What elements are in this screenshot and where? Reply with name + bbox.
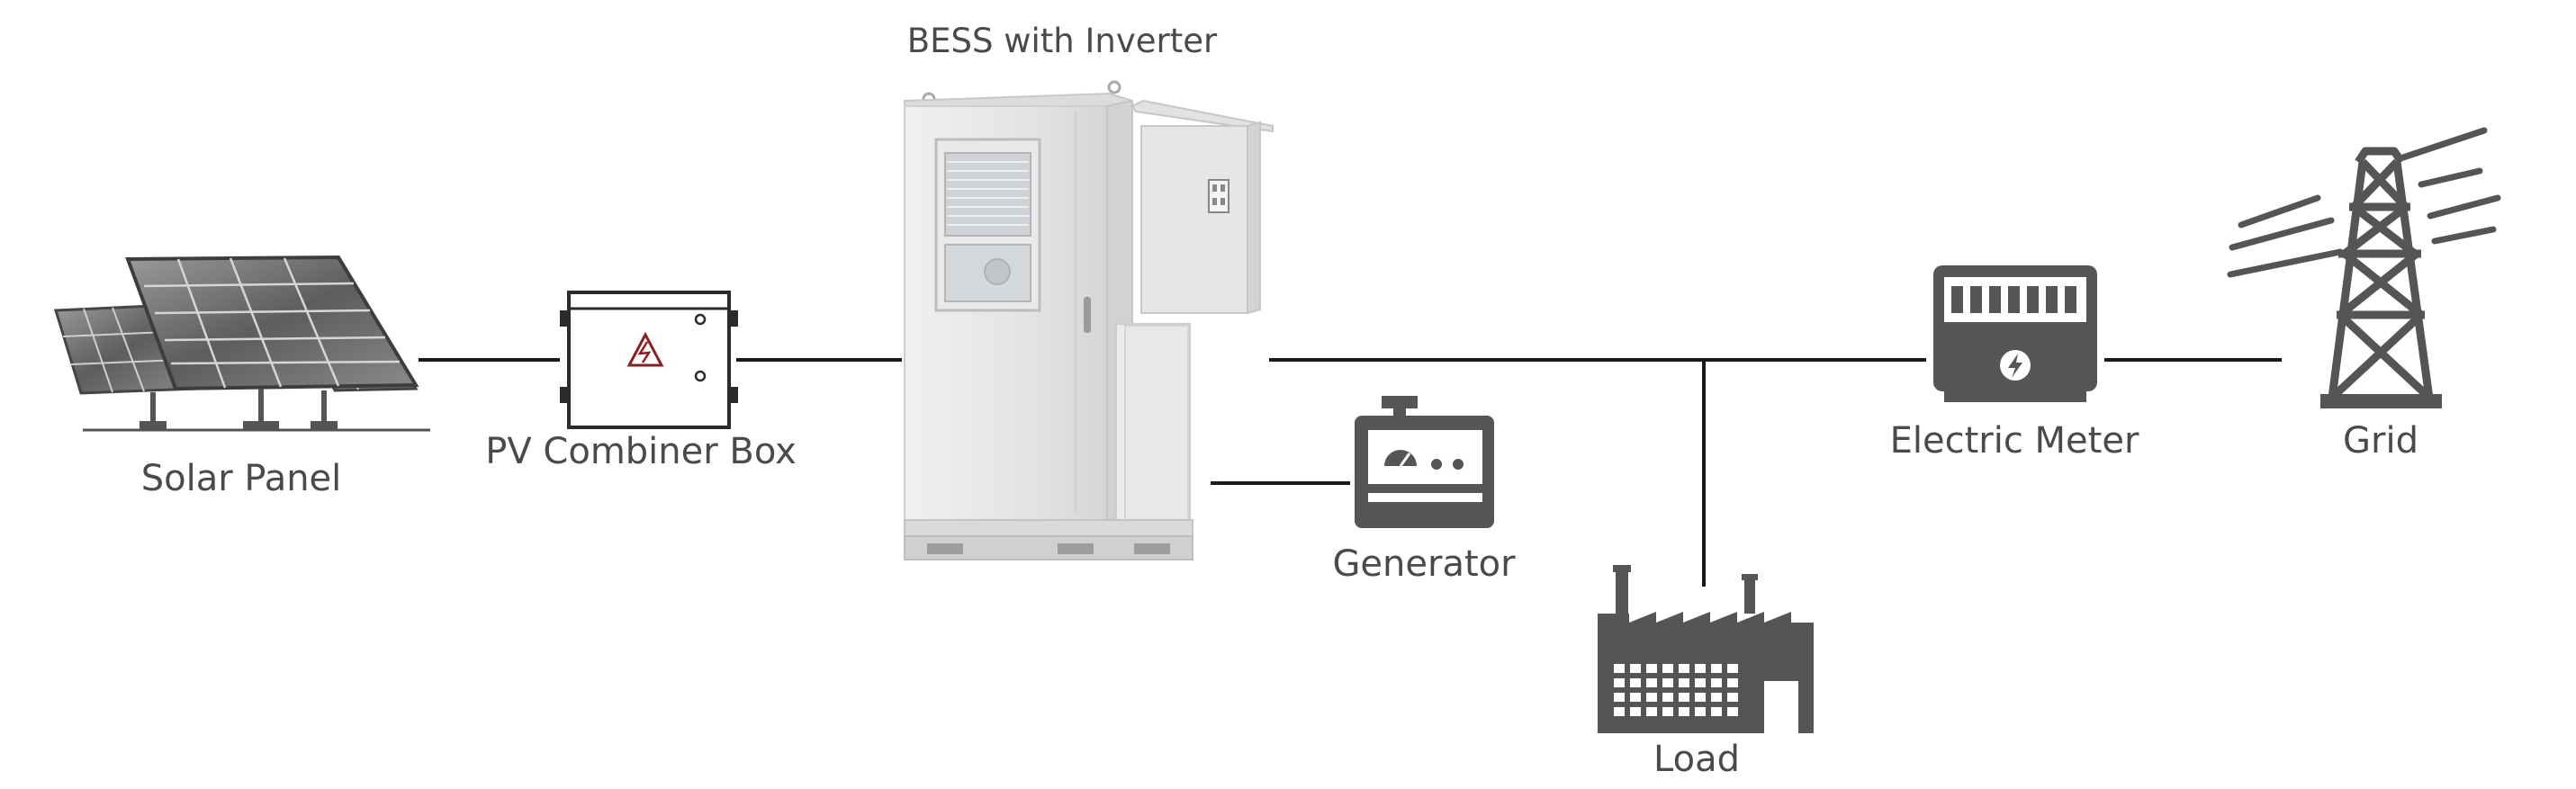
- electric-meter-icon: [1933, 265, 2097, 402]
- solar-panel-icon: [54, 255, 430, 432]
- warning-icon: [626, 331, 664, 367]
- label-electric-meter: Electric Meter: [1890, 420, 2139, 462]
- generator-icon: [1355, 396, 1494, 528]
- combiner-box-icon: [560, 291, 738, 429]
- label-solar-panel: Solar Panel: [141, 458, 342, 499]
- factory-icon: [1598, 565, 1814, 733]
- label-generator: Generator: [1332, 543, 1516, 585]
- lightning-icon: [2000, 350, 2031, 381]
- transmission-tower-icon: [2227, 127, 2501, 408]
- battery-cabinet-icon: [904, 80, 1274, 560]
- label-bess-title: BESS with Inverter: [907, 22, 1218, 60]
- connection-lines: [419, 358, 2282, 587]
- label-grid: Grid: [2343, 420, 2418, 462]
- label-pv-combiner-box: PV Combiner Box: [485, 431, 797, 472]
- label-load: Load: [1653, 739, 1740, 780]
